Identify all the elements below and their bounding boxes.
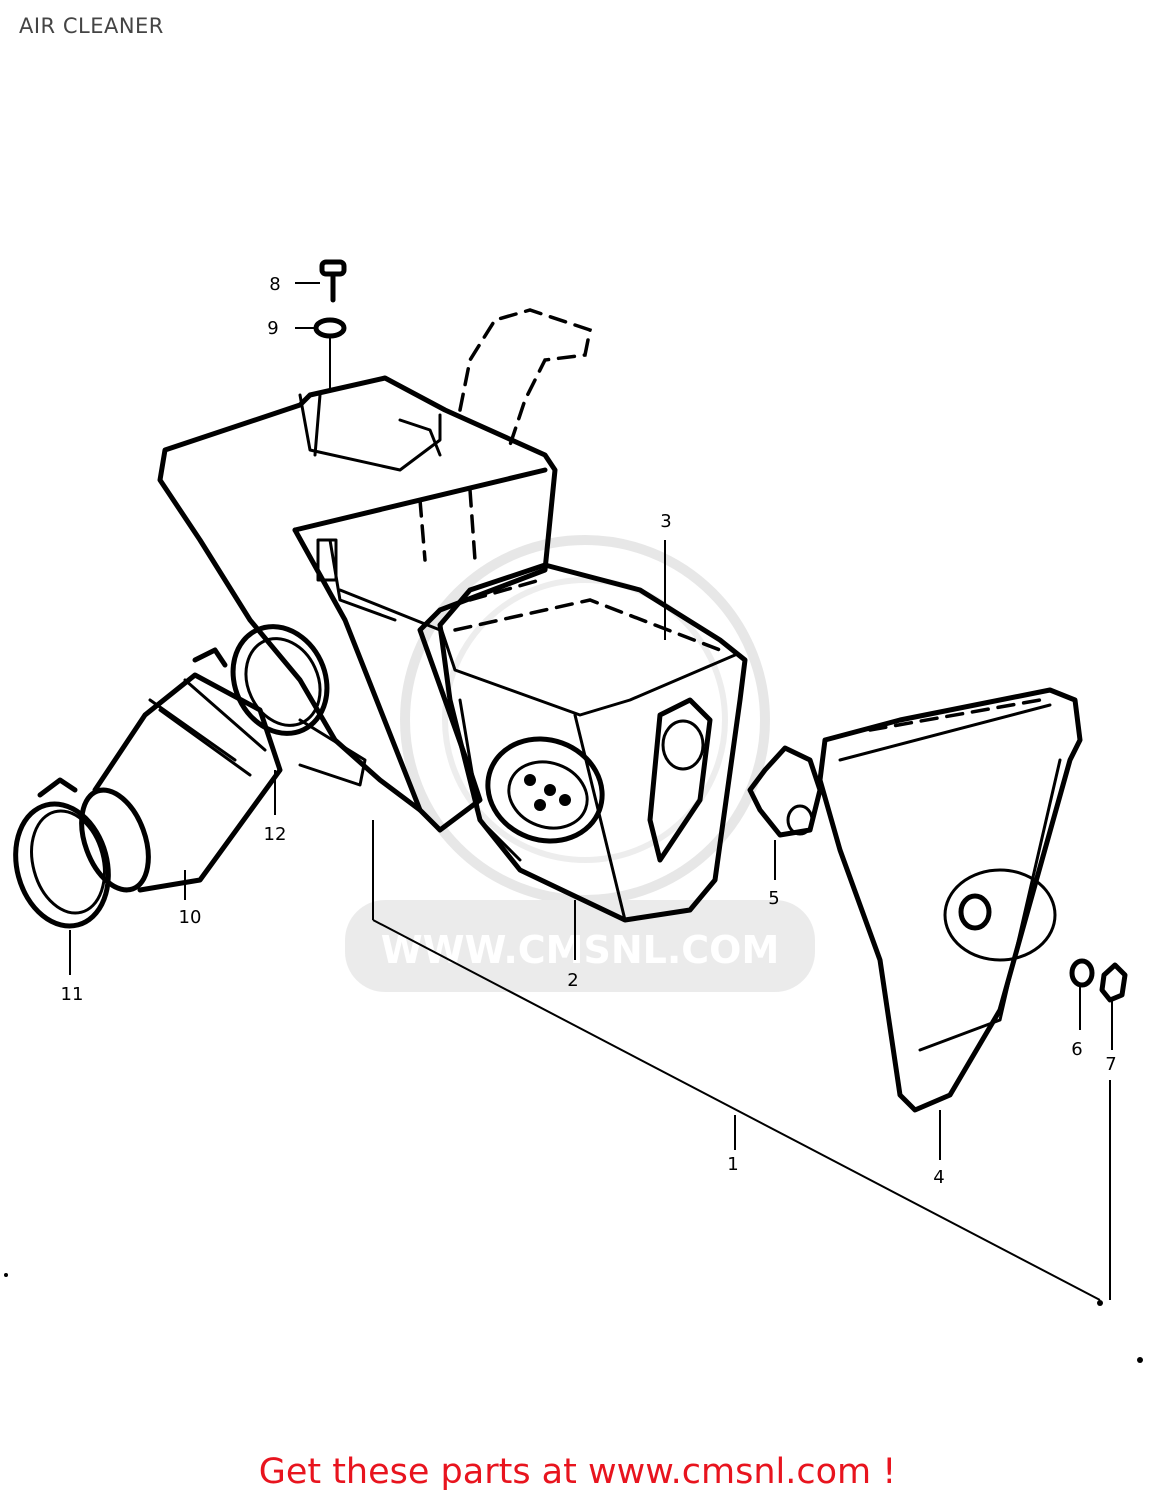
- callout-labels: 8 9 3 2 5 6 7 4 1 12 10 11: [61, 274, 1117, 1188]
- intake-pipe: [13, 624, 330, 929]
- footer-cmsnl-link[interactable]: Get these parts at www.cmsnl.com !: [258, 1452, 897, 1492]
- grommet: [747, 745, 823, 838]
- watermark-logo: WWW.CMSNL.COM: [345, 535, 815, 992]
- callout-3: 3: [660, 511, 671, 532]
- bolt-washer: [313, 259, 347, 339]
- callout-7: 7: [1105, 1054, 1116, 1075]
- callout-5: 5: [768, 888, 779, 909]
- washer-nut: [1069, 958, 1128, 1003]
- air-cleaner-case: [157, 308, 593, 833]
- callout-9: 9: [267, 318, 278, 339]
- page-title: AIR CLEANER: [19, 14, 164, 38]
- callout-6: 6: [1071, 1039, 1082, 1060]
- callout-10: 10: [179, 907, 202, 928]
- callout-12: 12: [264, 824, 287, 845]
- callout-8: 8: [269, 274, 280, 295]
- air-cleaner-cover: [817, 687, 1083, 1113]
- filter-element: [437, 562, 748, 923]
- callout-4: 4: [933, 1167, 944, 1188]
- callout-2: 2: [567, 970, 578, 991]
- callout-11: 11: [61, 984, 84, 1005]
- callout-1: 1: [727, 1154, 738, 1175]
- watermark-text: WWW.CMSNL.COM: [381, 928, 780, 972]
- leader-lines: [69, 282, 1113, 1301]
